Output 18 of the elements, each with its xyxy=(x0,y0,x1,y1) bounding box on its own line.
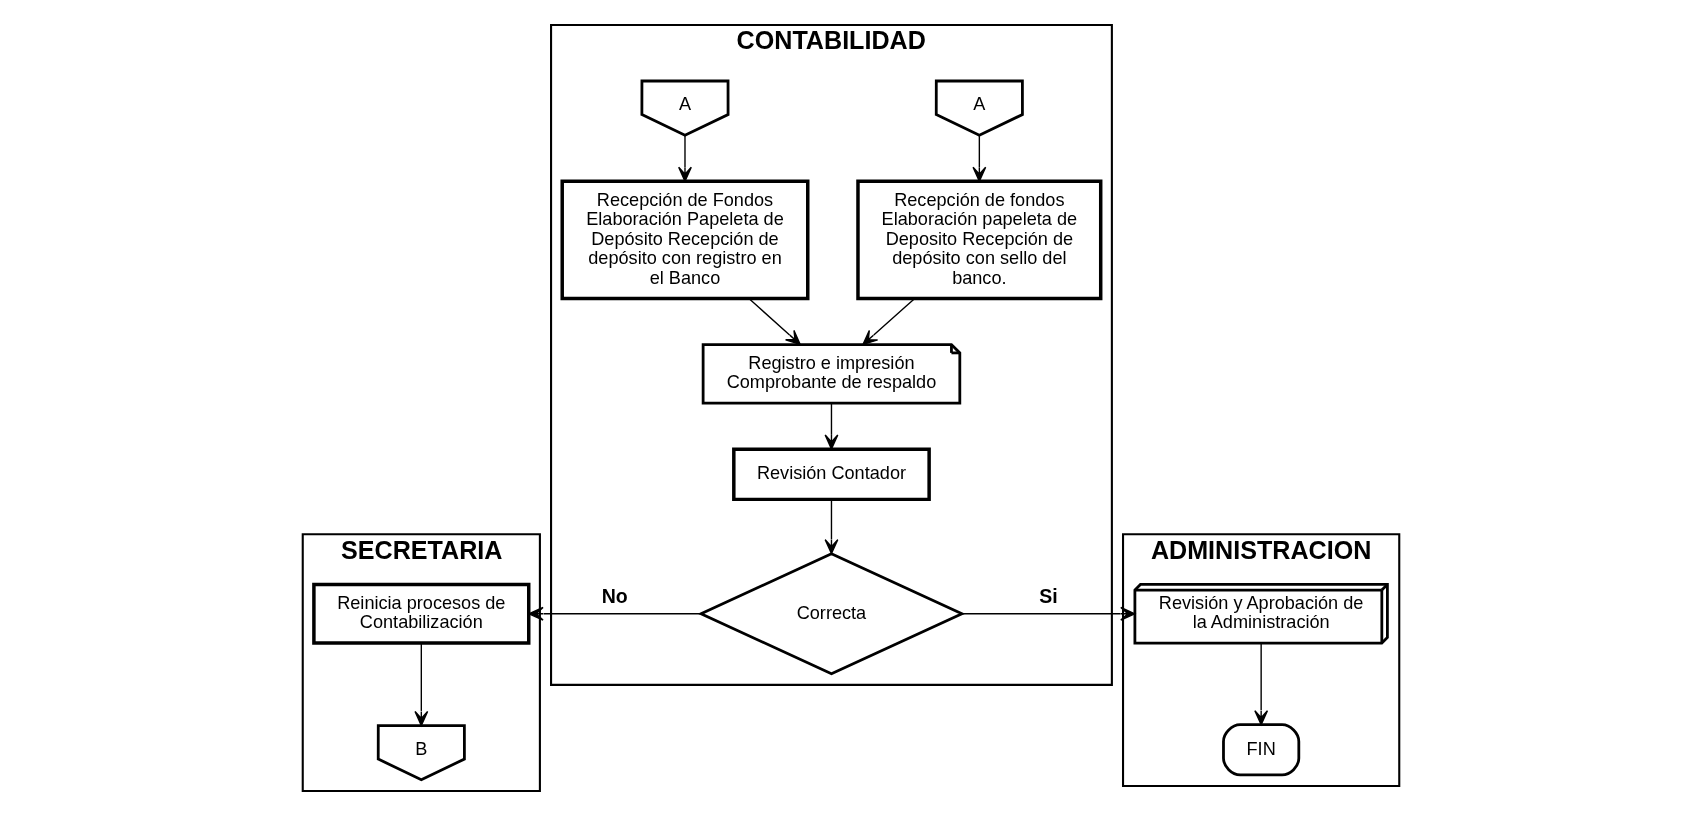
node-box: Recepción de fondos Elaboración papeleta de Deposito Recepción de depósito con sello del banco. xyxy=(855,179,1102,301)
arrow xyxy=(527,606,701,621)
edge-label: No xyxy=(601,584,628,607)
arrow xyxy=(413,642,428,727)
arrow xyxy=(1253,642,1268,726)
arrow xyxy=(824,498,838,555)
node-diamond: Correcta xyxy=(697,552,965,676)
edge-label: Si xyxy=(1038,584,1058,607)
arrow xyxy=(748,298,801,346)
node-box: Revisión Contador xyxy=(731,447,931,502)
arrow xyxy=(971,134,986,182)
arrow xyxy=(824,402,838,450)
node-box: Reinicia procesos de Contabilización xyxy=(311,582,530,645)
arrow xyxy=(677,134,692,182)
node-box: FIN xyxy=(1221,723,1300,777)
node-box: Recepción de Fondos Elaboración Papeleta de Depósito Recepción de depósito con registro en el Banco xyxy=(559,179,809,301)
arrow xyxy=(960,606,1135,621)
arrow xyxy=(861,298,915,346)
